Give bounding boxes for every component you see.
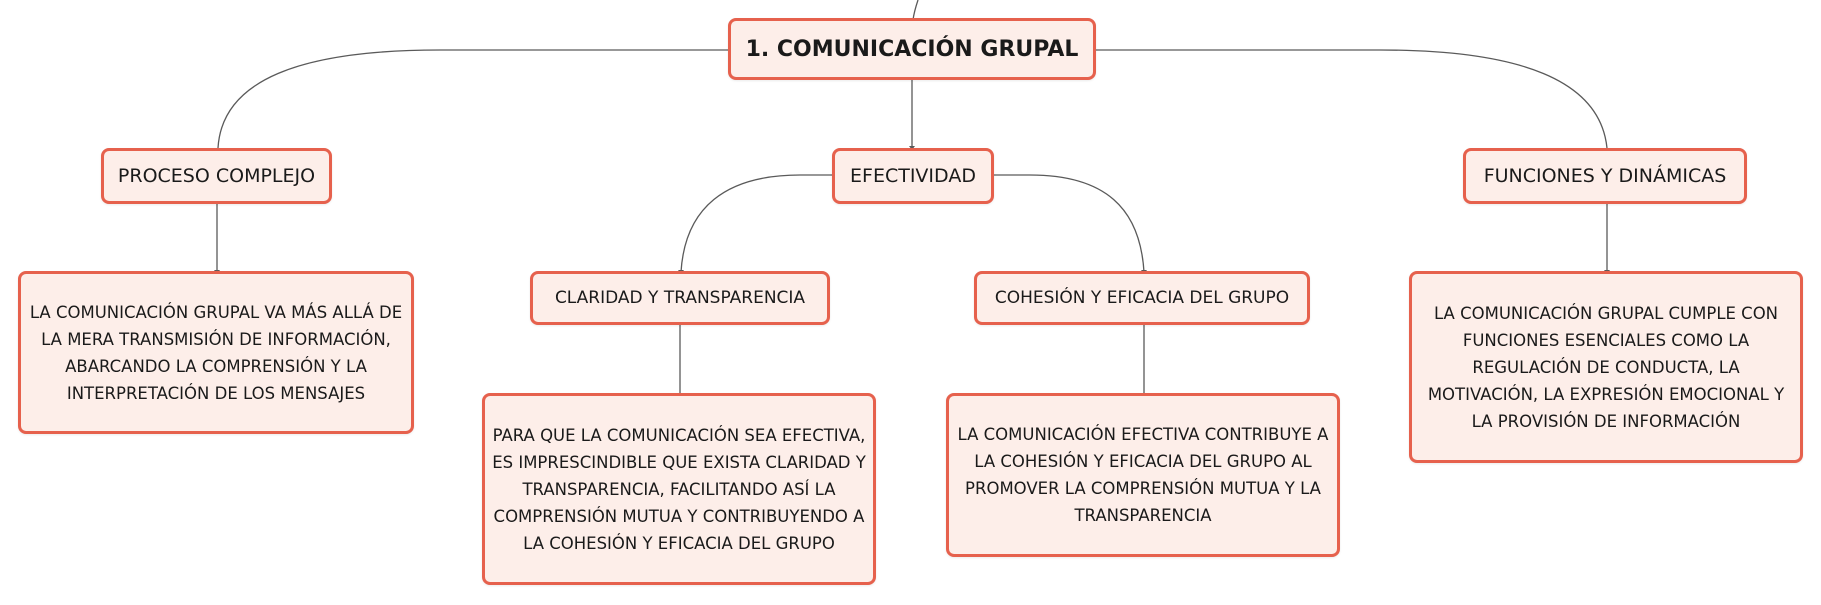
detail-node-proceso-complejo[interactable]: LA COMUNICACIÓN GRUPAL VA MÁS ALLÁ DE LA…	[18, 271, 414, 434]
detail-node-cohesion-eficacia[interactable]: LA COMUNICACIÓN EFECTIVA CONTRIBUYE A LA…	[946, 393, 1340, 557]
detail-node-text: PARA QUE LA COMUNICACIÓN SEA EFECTIVA, E…	[492, 425, 866, 553]
branch-node-proceso-complejo[interactable]: PROCESO COMPLEJO	[101, 148, 332, 204]
branch-node-label: PROCESO COMPLEJO	[117, 165, 316, 187]
branch-node-label: EFECTIVIDAD	[850, 165, 976, 187]
connector-efectividad-claridad	[680, 174, 834, 273]
branch-node-label: FUNCIONES Y DINÁMICAS	[1483, 165, 1727, 187]
branch-node-funciones-dinamicas[interactable]: FUNCIONES Y DINÁMICAS	[1463, 148, 1747, 204]
detail-node-funciones-dinamicas[interactable]: LA COMUNICACIÓN GRUPAL CUMPLE CON FUNCIO…	[1409, 271, 1803, 463]
subbranch-node-claridad-transparencia[interactable]: CLARIDAD Y TRANSPARENCIA	[530, 271, 830, 325]
connector-root-proceso	[217, 49, 730, 149]
detail-node-text: LA COMUNICACIÓN GRUPAL VA MÁS ALLÁ DE LA…	[29, 302, 403, 403]
connector-parent-root	[912, 0, 919, 21]
branch-node-efectividad[interactable]: EFECTIVIDAD	[832, 148, 994, 204]
connector-root-funciones	[1096, 49, 1608, 149]
subbranch-node-label: CLARIDAD Y TRANSPARENCIA	[554, 288, 806, 308]
detail-node-claridad-transparencia[interactable]: PARA QUE LA COMUNICACIÓN SEA EFECTIVA, E…	[482, 393, 876, 585]
root-node-label: 1. COMUNICACIÓN GRUPAL	[745, 36, 1079, 62]
connector-efectividad-cohesion	[992, 174, 1145, 273]
subbranch-node-cohesion-eficacia[interactable]: COHESIÓN Y EFICACIA DEL GRUPO	[974, 271, 1310, 325]
subbranch-node-label: COHESIÓN Y EFICACIA DEL GRUPO	[994, 288, 1290, 308]
root-node[interactable]: 1. COMUNICACIÓN GRUPAL	[728, 18, 1096, 80]
detail-node-text: LA COMUNICACIÓN GRUPAL CUMPLE CON FUNCIO…	[1427, 303, 1785, 431]
detail-node-text: LA COMUNICACIÓN EFECTIVA CONTRIBUYE A LA…	[957, 425, 1329, 525]
